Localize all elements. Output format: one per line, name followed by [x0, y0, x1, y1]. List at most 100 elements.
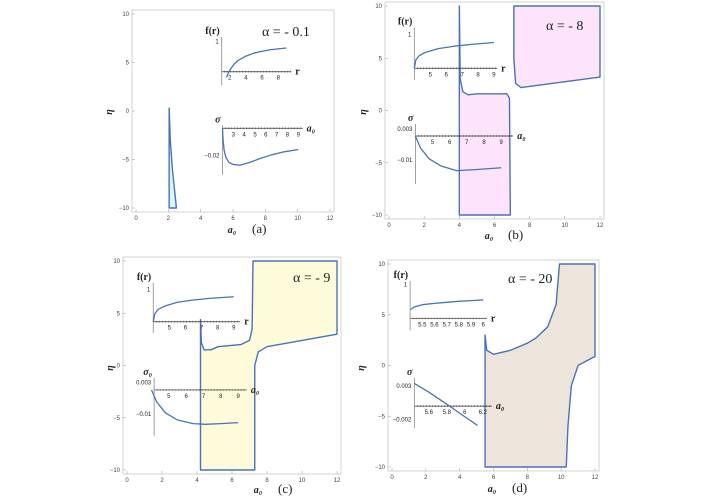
x-tick-label: 2 [160, 478, 164, 484]
x-tick-label: 4 [195, 478, 199, 484]
inset-x-tick-label: 8 [216, 326, 220, 332]
inset-y-tick-label: 0.003 [397, 127, 413, 133]
x-axis-label: a₀ [488, 484, 497, 495]
x-tick-label: 12 [597, 223, 604, 229]
inset-x-tick-label: 6 [448, 140, 452, 146]
x-tick-label: 2 [424, 475, 428, 481]
inset-curve [150, 389, 239, 425]
inset-x-tick-label: 8 [476, 72, 480, 78]
y-tick-label: 10 [375, 4, 382, 10]
inset-x-tick-label: 8 [277, 76, 281, 82]
y-tick-label: 0 [126, 109, 130, 115]
x-tick-label: 8 [265, 478, 269, 484]
x-axis-label: a₀ [485, 231, 494, 242]
allowed-region-1 [458, 5, 512, 216]
x-tick-label: 4 [199, 216, 203, 222]
x-tick-label: 2 [167, 216, 171, 222]
y-axis-label: η [358, 109, 369, 115]
y-axis-label: η [105, 365, 116, 371]
panel-label: (c) [278, 481, 292, 496]
inset-x-tick-label: 9 [297, 132, 301, 138]
x-tick-label: 4 [458, 475, 462, 481]
inset-x-tick-label: 9 [236, 394, 240, 400]
y-tick-label: 5 [117, 311, 121, 317]
y-tick-label: 10 [113, 259, 120, 265]
x-tick-label: 2 [422, 223, 426, 229]
inset-x-tick-label: 5.6 [425, 410, 434, 416]
y-tick-label: −10 [110, 468, 121, 474]
x-tick-label: 0 [134, 216, 138, 222]
x-tick-label: 0 [390, 475, 394, 481]
inset-y-tick-label: −0.002 [393, 417, 412, 423]
inset-y-tick-label: −0.01 [136, 412, 152, 418]
inset-x-tick-label: 6 [482, 322, 486, 328]
x-tick-label: 4 [458, 223, 462, 229]
allowed-region-2 [513, 5, 601, 89]
inset-x-tick-label: 8 [482, 140, 486, 146]
inset-curve [221, 128, 299, 166]
inset-x-tick-label: 2 [228, 76, 232, 82]
inset-x-tick-label: 5.9 [467, 322, 476, 328]
alpha-annotation: α = - 20 [508, 272, 552, 287]
inset-x-label: a₀ [251, 385, 260, 396]
allowed-region-1 [168, 107, 178, 209]
inset-x-tick-label: 6 [185, 394, 189, 400]
inset-x-tick-label: 6.2 [479, 410, 488, 416]
inset-y-tick-label: 0.003 [136, 381, 152, 387]
x-tick-label: 6 [492, 475, 496, 481]
x-tick-label: 10 [561, 223, 568, 229]
inset-y-tick-label: 0.003 [396, 384, 412, 390]
y-tick-label: −5 [113, 416, 121, 422]
x-tick-label: 0 [387, 223, 391, 229]
y-tick-label: −10 [372, 213, 383, 219]
inset-x-tick-label: 7 [200, 326, 204, 332]
inset-x-tick-label: 4 [242, 132, 246, 138]
x-tick-label: 6 [231, 216, 235, 222]
alpha-annotation: α = - 9 [293, 271, 330, 286]
y-tick-label: 5 [382, 313, 386, 319]
inset-curve [152, 296, 234, 322]
y-tick-label: −5 [375, 161, 383, 167]
inset-x-tick-label: 6 [184, 326, 188, 332]
y-tick-label: −10 [119, 206, 130, 212]
x-axis-label: a₀ [254, 485, 263, 496]
inset-x-tick-label: 5 [431, 140, 435, 146]
x-tick-label: 12 [327, 216, 334, 222]
x-tick-label: 10 [299, 478, 306, 484]
inset-x-tick-label: 9 [492, 72, 496, 78]
inset-x-label: r [501, 63, 506, 74]
y-tick-label: 0 [379, 109, 383, 115]
inset-y-label: f(r) [137, 272, 151, 283]
inset-x-tick-label: 5 [429, 72, 433, 78]
y-tick-label: 5 [126, 61, 130, 67]
inset-x-label: r [244, 317, 249, 328]
inset-x-tick-label: 6 [264, 132, 268, 138]
inset-x-tick-label: 5.5 [418, 322, 427, 328]
panel-label: (a) [252, 221, 266, 236]
inset-x-label: a₀ [517, 131, 526, 142]
inset-x-tick-label: 5.8 [443, 410, 452, 416]
inset-x-label: r [491, 313, 496, 324]
inset-x-tick-label: 4 [244, 76, 248, 82]
inset-y-label: f(r) [398, 17, 412, 28]
inset-y-tick-label: 1 [215, 40, 219, 46]
allowed-region-1 [484, 263, 596, 468]
alpha-annotation: α = - 0.1 [262, 25, 310, 40]
inset-y-label: f(r) [205, 26, 219, 37]
inset-x-tick-label: 5 [167, 394, 171, 400]
inset-x-tick-label: 5 [168, 326, 172, 332]
panel-label: (d) [512, 480, 527, 495]
inset-y-tick-label: 1 [408, 32, 412, 38]
inset-x-tick-label: 6 [463, 410, 467, 416]
inset-curve [410, 299, 484, 310]
x-tick-label: 10 [294, 216, 301, 222]
inset-y-label: σ₀ [143, 367, 152, 378]
